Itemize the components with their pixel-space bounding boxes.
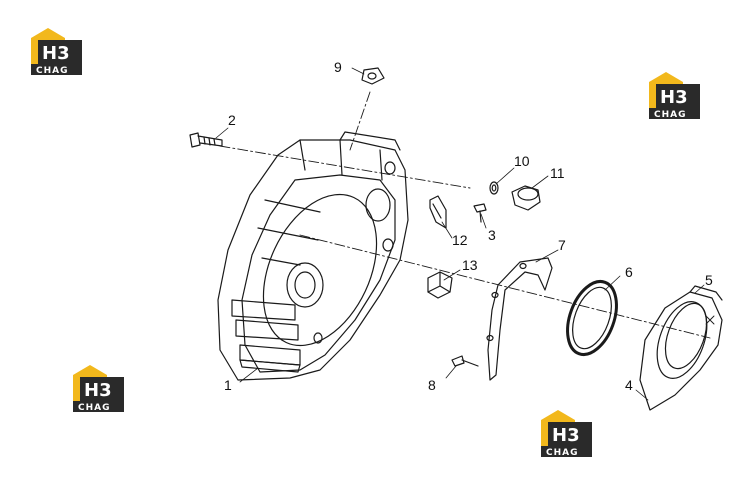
flywheel-housing-part xyxy=(217,131,409,381)
callout-4: 4 xyxy=(625,377,633,393)
nut-part-9 xyxy=(361,67,385,85)
seal-ring-part-6 xyxy=(566,280,618,356)
callout-6: 6 xyxy=(625,264,633,280)
svg-text:CHAG: CHAG xyxy=(546,448,579,458)
logo-icon: H3 CHAG xyxy=(649,72,700,120)
block-part-13 xyxy=(427,271,453,299)
bolt-part-2 xyxy=(189,132,223,148)
callout-5: 5 xyxy=(705,272,713,288)
logo-icon: H3 CHAG xyxy=(31,28,82,76)
callout-2: 2 xyxy=(228,112,236,128)
cover-part-4-5 xyxy=(639,285,723,411)
svg-text:H3: H3 xyxy=(42,43,70,64)
svg-text:H3: H3 xyxy=(552,425,580,446)
clip-part-12 xyxy=(429,195,447,229)
svg-text:H3: H3 xyxy=(84,380,112,401)
watermark-logo-top-left: H3 CHAG xyxy=(28,26,84,76)
svg-text:H3: H3 xyxy=(660,87,688,108)
callout-10: 10 xyxy=(514,153,530,169)
washer-part-10 xyxy=(489,181,499,195)
logo-icon: H3 CHAG xyxy=(73,365,124,413)
callout-8: 8 xyxy=(428,377,436,393)
callout-13: 13 xyxy=(462,257,478,273)
svg-text:CHAG: CHAG xyxy=(36,66,69,76)
screw-part-8 xyxy=(451,355,479,367)
watermark-logo-bottom-right: H3 CHAG xyxy=(538,408,594,458)
svg-text:CHAG: CHAG xyxy=(654,110,687,120)
logo-icon: H3 CHAG xyxy=(541,410,592,458)
screw-part-3 xyxy=(473,203,487,223)
callout-9: 9 xyxy=(334,59,342,75)
callout-7: 7 xyxy=(558,237,566,253)
watermark-logo-bottom-left: H3 CHAG xyxy=(70,363,126,413)
callout-3: 3 xyxy=(488,227,496,243)
callout-1: 1 xyxy=(224,377,232,393)
leader-lines xyxy=(215,67,705,401)
callout-11: 11 xyxy=(550,165,565,181)
svg-text:CHAG: CHAG xyxy=(78,403,111,413)
watermark-logo-top-right: H3 CHAG xyxy=(646,70,702,120)
callout-12: 12 xyxy=(452,232,468,248)
plug-part-11 xyxy=(511,185,541,211)
callout-labels: 1 2 3 4 5 6 7 8 9 10 11 12 13 xyxy=(224,59,713,393)
plate-part-7 xyxy=(486,257,553,381)
